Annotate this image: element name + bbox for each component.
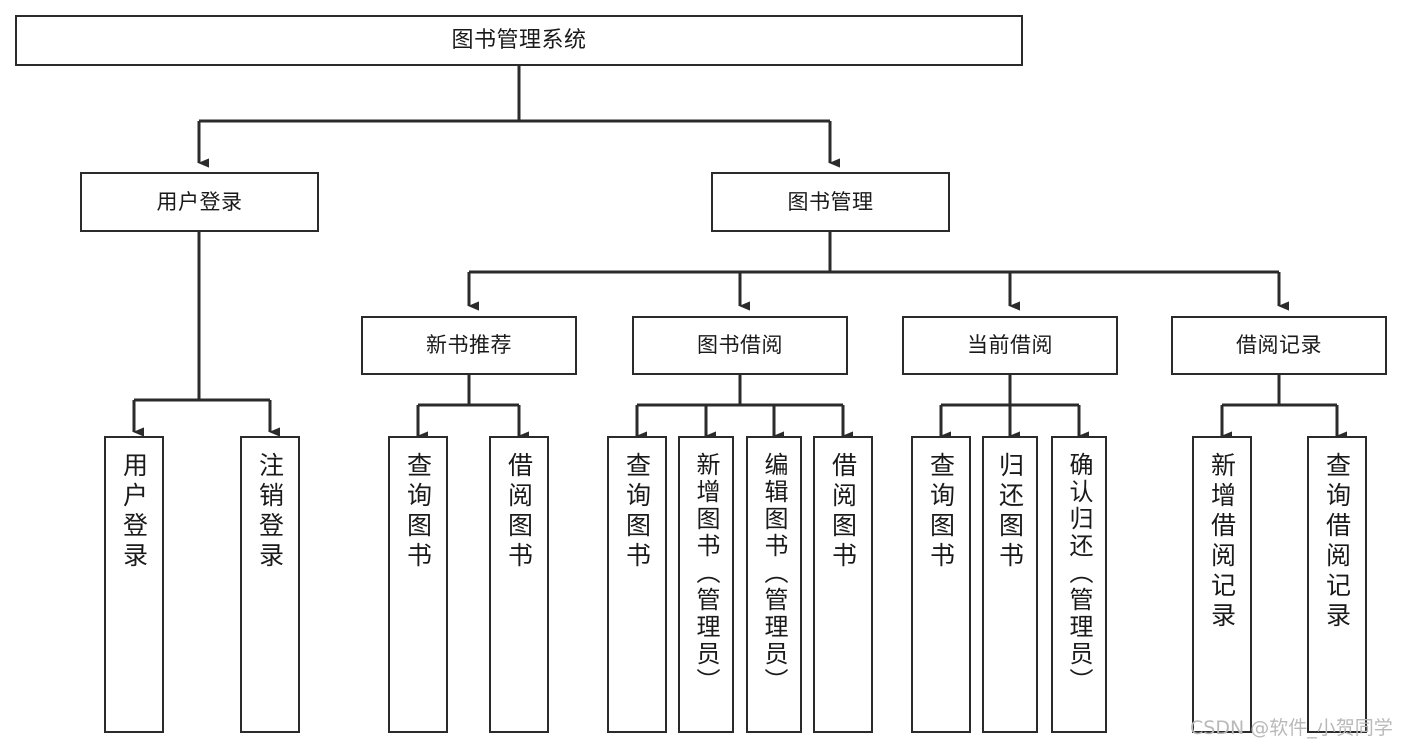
leaf-edit-book-admin[interactable]: 编辑图书（管理员） <box>746 436 802 733</box>
node-label: 确认归还（管理员） <box>1065 452 1093 695</box>
node-root-book-management-system[interactable]: 图书管理系统 <box>15 15 1023 66</box>
leaf-add-borrow-record[interactable]: 新增借阅记录 <box>1192 436 1252 733</box>
leaf-query-book-recommend[interactable]: 查询图书 <box>388 436 448 733</box>
node-label: 注销登录 <box>255 452 285 572</box>
leaf-borrow-book[interactable]: 借阅图书 <box>813 436 873 733</box>
leaf-query-book-borrow[interactable]: 查询图书 <box>607 436 667 733</box>
node-borrow-records[interactable]: 借阅记录 <box>1171 316 1387 375</box>
watermark-text: CSDN @软件_小贺同学 <box>1190 717 1393 739</box>
leaf-confirm-return-admin[interactable]: 确认归还（管理员） <box>1051 436 1107 733</box>
node-label: 借阅图书 <box>504 452 534 572</box>
node-label: 查询图书 <box>622 452 652 572</box>
leaf-query-borrow-record[interactable]: 查询借阅记录 <box>1307 436 1367 733</box>
leaf-query-book-current[interactable]: 查询图书 <box>911 436 971 733</box>
node-label: 借阅图书 <box>828 452 858 572</box>
node-label: 图书管理系统 <box>451 27 587 53</box>
node-label: 新书推荐 <box>426 333 512 358</box>
node-label: 新增图书（管理员） <box>692 452 720 695</box>
node-label: 用户登录 <box>156 189 243 214</box>
leaf-user-login[interactable]: 用户登录 <box>104 436 164 733</box>
node-user-login[interactable]: 用户登录 <box>80 172 319 232</box>
leaf-return-book[interactable]: 归还图书 <box>982 436 1038 733</box>
node-new-book-recommend[interactable]: 新书推荐 <box>361 316 577 375</box>
node-label: 查询借阅记录 <box>1322 452 1352 632</box>
leaf-add-book-admin[interactable]: 新增图书（管理员） <box>678 436 734 733</box>
node-label: 编辑图书（管理员） <box>760 452 788 695</box>
leaf-borrow-book-recommend[interactable]: 借阅图书 <box>489 436 549 733</box>
node-book-management[interactable]: 图书管理 <box>711 172 950 232</box>
node-label: 用户登录 <box>119 452 149 572</box>
node-label: 新增借阅记录 <box>1207 452 1237 632</box>
node-label: 归还图书 <box>995 452 1025 572</box>
node-label: 查询图书 <box>926 452 956 572</box>
node-book-borrow[interactable]: 图书借阅 <box>632 316 848 375</box>
leaf-logout[interactable]: 注销登录 <box>240 436 300 733</box>
node-label: 查询图书 <box>403 452 433 572</box>
node-label: 借阅记录 <box>1236 333 1322 358</box>
node-label: 当前借阅 <box>967 333 1053 358</box>
node-current-borrow[interactable]: 当前借阅 <box>902 316 1118 375</box>
node-label: 图书借阅 <box>697 333 783 358</box>
node-label: 图书管理 <box>787 189 874 214</box>
